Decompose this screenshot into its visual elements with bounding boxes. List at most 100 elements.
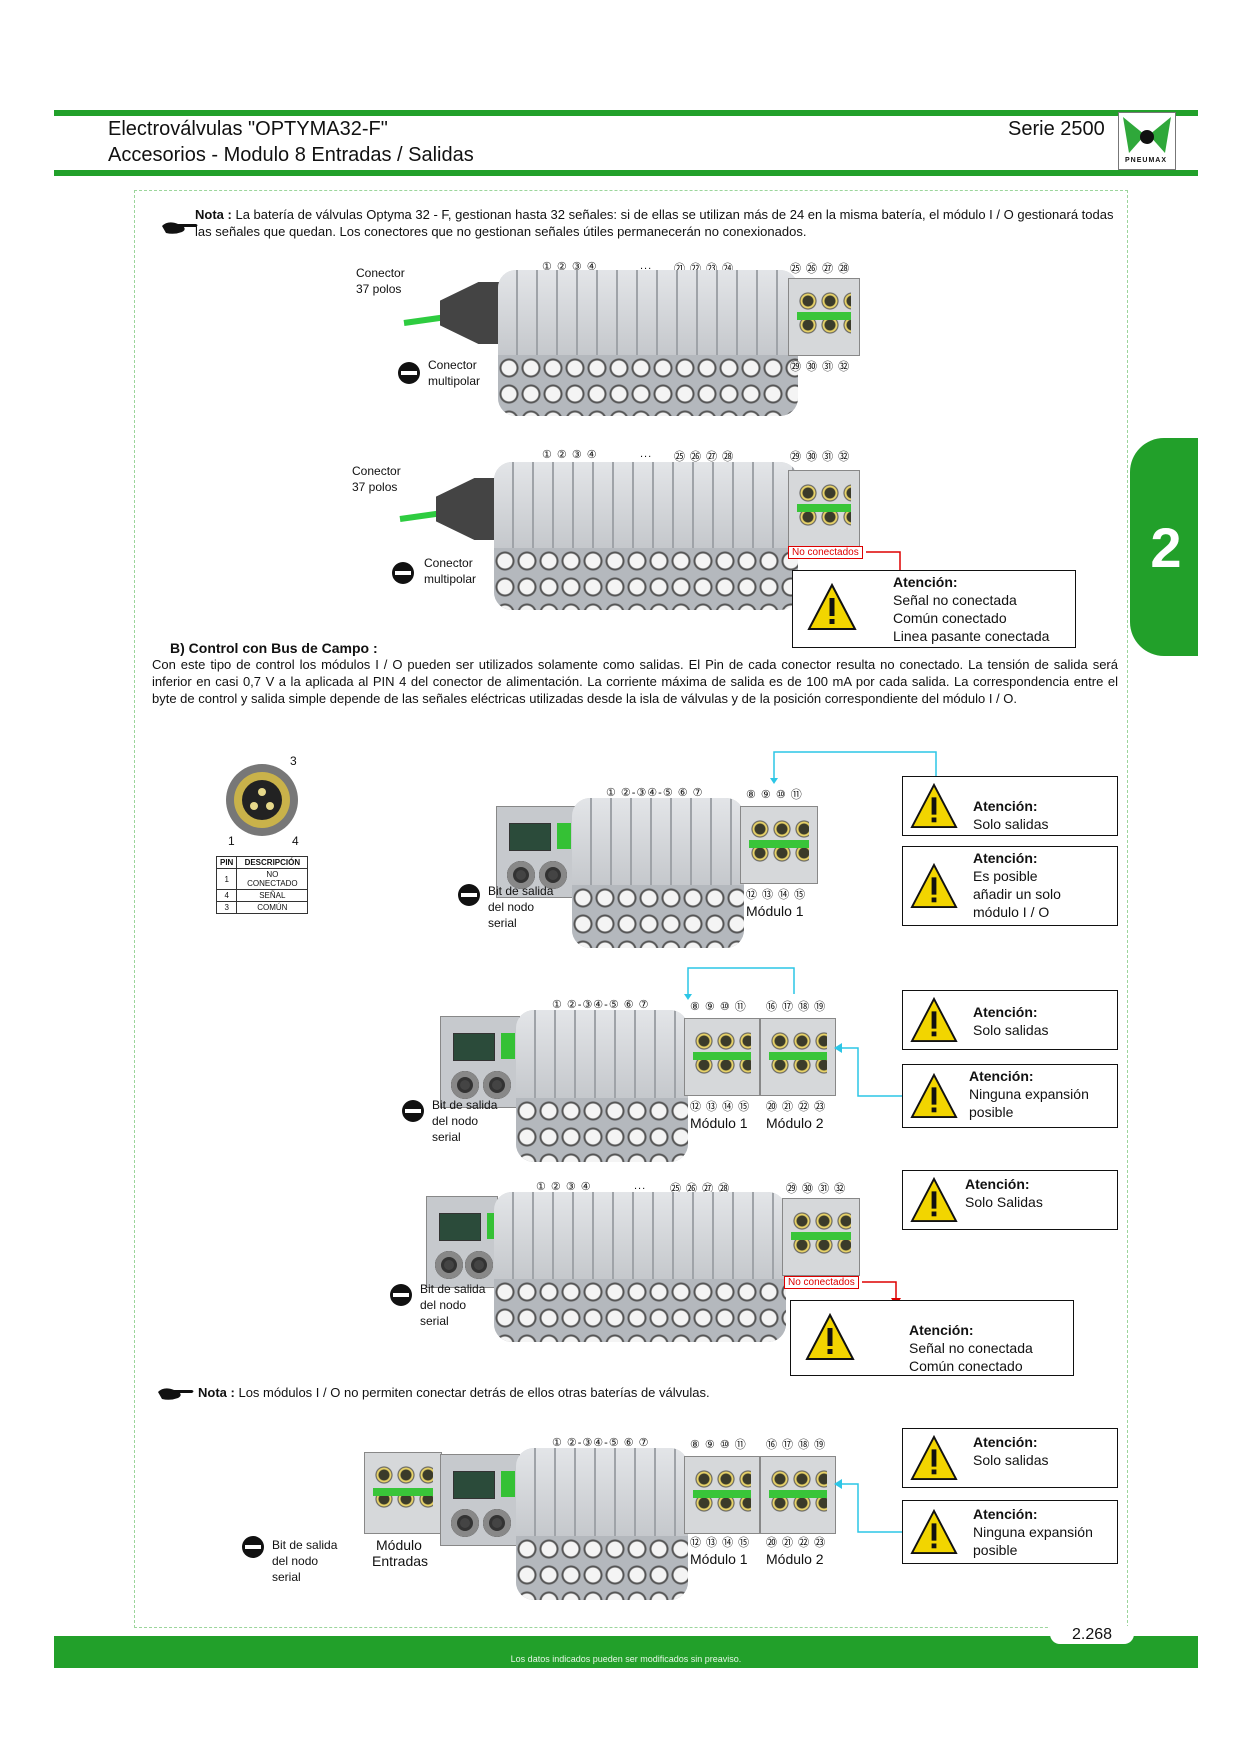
pointing-hand-icon	[158, 1388, 194, 1400]
bus1-bit-icon	[458, 884, 480, 906]
bus3-warning-b: Atención: Señal no conectada Común conec…	[790, 1300, 1074, 1376]
bus3-warn-b-title: Atención:	[909, 1322, 974, 1338]
d1-connector-label-1: Conector	[356, 266, 405, 280]
bus1-warn-b-title: Atención:	[973, 850, 1038, 866]
bus3-not-connected-label: No conectados	[784, 1276, 859, 1289]
pin-3-label: 3	[290, 754, 297, 768]
bus4-serial-node	[440, 1454, 520, 1546]
chapter-tab: 2	[1130, 438, 1198, 656]
bus4-module-in-2: Entradas	[372, 1553, 429, 1569]
note2-text: Los módulos I / O no permiten conectar d…	[238, 1385, 710, 1400]
d1-multipolar-1: Conector	[428, 358, 477, 372]
warning-triangle-icon	[910, 1435, 958, 1481]
bus4-warn-b-line-1: Ninguna expansión	[973, 1524, 1093, 1540]
bus3-warn-a-title: Atención:	[965, 1176, 1030, 1192]
bus1-nums-left: ① ②-③④-⑤ ⑥ ⑦	[606, 787, 704, 799]
section-b-heading: B) Control con Bus de Campo :	[170, 640, 378, 656]
bus2-nums-right: ⑯ ⑰ ⑱ ⑲	[766, 1001, 827, 1013]
bus1-warn-a-line: Solo salidas	[973, 816, 1049, 832]
warning-triangle-icon	[807, 583, 857, 630]
bus2-warn-b-line-1: Ninguna expansión	[969, 1086, 1089, 1102]
warning-triangle-icon	[910, 1177, 958, 1223]
d2-warning-line-2: Común conectado	[893, 610, 1007, 626]
d2-warning-title: Atención:	[893, 574, 958, 590]
bus2-bit-icon	[402, 1100, 424, 1122]
bus4-bit-1: Bit de salida	[272, 1538, 338, 1552]
bus1-serial-node	[496, 806, 576, 898]
bus3-io-module	[782, 1198, 860, 1276]
d1-multipolar-2: multipolar	[428, 374, 481, 388]
bus1-valve-island	[572, 798, 744, 948]
d2-dots: ...	[640, 448, 653, 460]
logo-pinwheel-icon	[1123, 117, 1171, 153]
bus2-nums-bottom-1: ⑫ ⑬ ⑭ ⑮	[690, 1101, 751, 1113]
bus1-warning-a: Atención: Solo salidas	[902, 776, 1118, 836]
d2-warning-line-1: Señal no conectada	[893, 592, 1017, 608]
warning-triangle-icon	[805, 1313, 855, 1360]
bus2-expansion-arrow-icon	[834, 1043, 904, 1097]
bus2-warn-b-line-2: posible	[969, 1104, 1014, 1120]
bus3-warn-b-line-1: Señal no conectada	[909, 1340, 1033, 1356]
bus2-io-module-1	[684, 1018, 760, 1096]
pin-4-label: 4	[292, 834, 299, 848]
bus4-warn-a-title: Atención:	[973, 1434, 1038, 1450]
page-number: 2.268	[1050, 1626, 1134, 1644]
bus2-cyan-arrow-icon	[684, 967, 795, 1000]
bus2-warn-a-title: Atención:	[973, 1004, 1038, 1020]
bus2-bit-3: serial	[432, 1130, 461, 1144]
bus3-bit-3: serial	[420, 1314, 449, 1328]
logo-text: PNEUMAX	[1125, 157, 1168, 164]
bus4-warning-a: Atención: Solo salidas	[902, 1428, 1118, 1488]
bus4-valve-island	[516, 1448, 688, 1600]
d2-warning-box: Atención: Señal no conectada Común conec…	[792, 570, 1076, 648]
bus1-io-module	[740, 806, 818, 884]
footer-bar: Los datos indicados pueden ser modificad…	[54, 1636, 1198, 1668]
bus4-warn-b-line-2: posible	[973, 1542, 1018, 1558]
bus2-warning-a: Atención: Solo salidas	[902, 990, 1118, 1050]
bus4-warn-a-line: Solo salidas	[973, 1452, 1049, 1468]
bus2-serial-node	[440, 1016, 520, 1108]
section-b-text: Con este tipo de control los módulos I /…	[152, 657, 1118, 706]
warning-triangle-icon	[910, 783, 958, 829]
d2-connector-label-2: 37 polos	[352, 480, 398, 494]
bus1-module-label: Módulo 1	[746, 903, 804, 919]
bus1-bit-3: serial	[488, 916, 517, 930]
d2-multipolar-icon	[392, 562, 414, 584]
bus4-bit-3: serial	[272, 1570, 301, 1584]
bus4-bit-icon	[242, 1536, 264, 1558]
bus2-warn-a-line: Solo salidas	[973, 1022, 1049, 1038]
bus2-bit-2: del nodo	[432, 1114, 479, 1128]
d2-nums-mid: ㉕ ㉖ ㉗ ㉘	[674, 451, 735, 463]
bus2-module-1: Módulo 1	[690, 1115, 748, 1131]
bus1-nums-bottom: ⑫ ⑬ ⑭ ⑮	[746, 889, 807, 901]
bus4-warn-b-title: Atención:	[973, 1506, 1038, 1522]
header-bottom-rule	[54, 170, 1198, 176]
page-subtitle: Accesorios - Modulo 8 Entradas / Salidas	[108, 144, 474, 166]
bus4-nums-mid: ⑧ ⑨ ⑩ ⑪	[690, 1439, 747, 1451]
d1-dots: ...	[640, 260, 653, 272]
d2-nums-left: ① ② ③ ④	[542, 449, 598, 461]
m8-connector-face-icon	[226, 764, 298, 836]
bus4-io-module-1	[684, 1456, 760, 1534]
bus3-warn-b-line-2: Común conectado	[909, 1358, 1023, 1374]
bus4-nums-right: ⑯ ⑰ ⑱ ⑲	[766, 1439, 827, 1451]
pneumax-logo: PNEUMAX	[1118, 112, 1176, 170]
bus2-nums-mid: ⑧ ⑨ ⑩ ⑪	[690, 1001, 747, 1013]
d2-nums-right: ㉙ ㉚ ㉛ ㉜	[790, 451, 851, 463]
bus4-nums-bottom-1: ⑫ ⑬ ⑭ ⑮	[690, 1537, 751, 1549]
header-top-rule	[54, 110, 1198, 116]
d2-valve-island	[494, 462, 798, 610]
bus3-bit-1: Bit de salida	[420, 1282, 486, 1296]
bus2-warning-b: Atención: Ninguna expansión posible	[902, 1064, 1118, 1128]
bus2-nums-left: ① ②-③④-⑤ ⑥ ⑦	[552, 999, 650, 1011]
bus3-valve-island	[494, 1192, 786, 1342]
bus2-module-2: Módulo 2	[766, 1115, 824, 1131]
d2-multipolar-2: multipolar	[424, 572, 477, 586]
d1-nums-right: ㉕ ㉖ ㉗ ㉘	[790, 263, 851, 275]
bus2-valve-island	[516, 1010, 688, 1162]
bus3-serial-node	[426, 1196, 501, 1288]
bus4-nums-left: ① ②-③④-⑤ ⑥ ⑦	[552, 1437, 650, 1449]
pin-1-label: 1	[228, 834, 235, 848]
